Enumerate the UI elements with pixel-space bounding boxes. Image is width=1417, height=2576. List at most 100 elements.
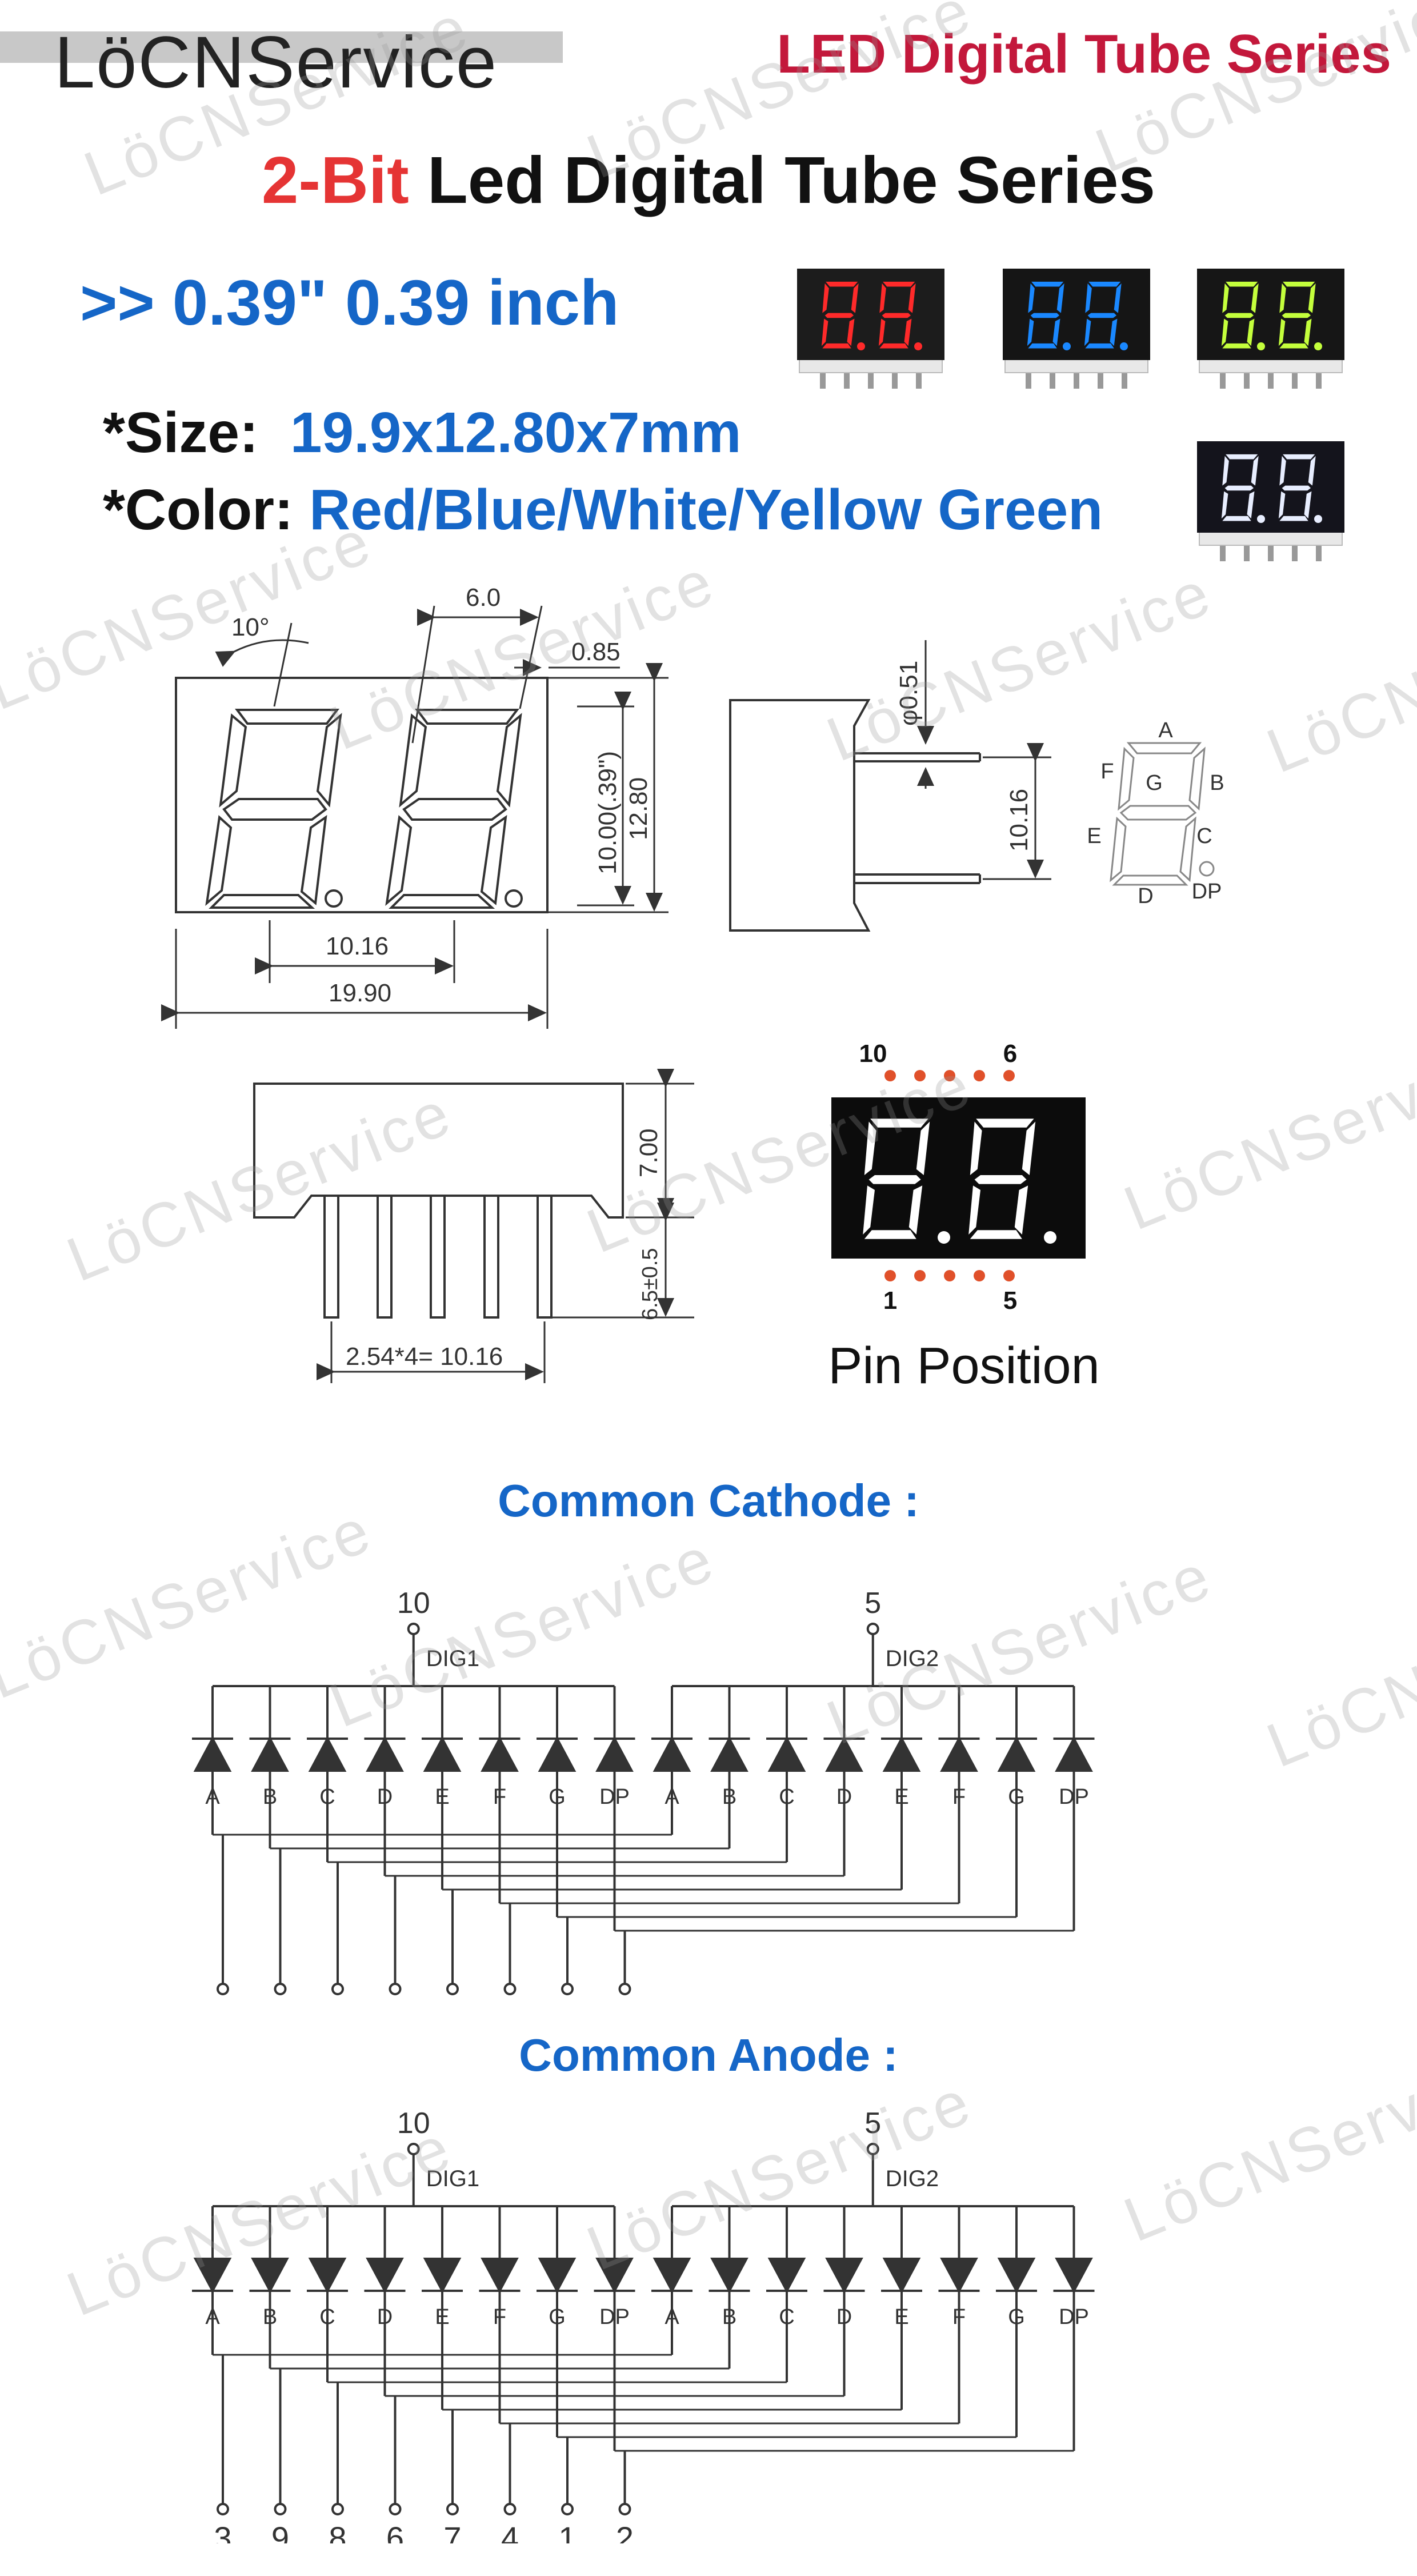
segment-label: G bbox=[1008, 2305, 1025, 2329]
side-view-pin bbox=[430, 1195, 446, 1319]
pin-dot-bottom bbox=[944, 1270, 955, 1281]
side-view-drawing: 7.00 6.5±0.5 2.54*4= 10.16 10 6 1 5 Pin … bbox=[253, 1040, 1100, 1395]
pin-number: 1 bbox=[558, 2520, 576, 2543]
product-pin bbox=[1026, 366, 1031, 389]
diode bbox=[595, 2258, 634, 2294]
diode bbox=[882, 2258, 921, 2294]
spec-size: *Size: 19.9x12.80x7mm bbox=[103, 400, 741, 466]
pin-terminal bbox=[274, 1983, 287, 1995]
segment-label: D bbox=[836, 2305, 852, 2329]
pin-dot-top bbox=[1003, 1070, 1015, 1081]
diode bbox=[767, 2258, 806, 2294]
product-digit-2 bbox=[878, 281, 916, 349]
dig1-pin-number: 10 bbox=[397, 2107, 430, 2140]
pin-label-5: 5 bbox=[1003, 1287, 1017, 1315]
segment-label: G bbox=[549, 1785, 566, 1809]
pin-terminal bbox=[331, 1983, 344, 1995]
product-digit-2 bbox=[1278, 454, 1316, 521]
segment-label: G bbox=[1008, 1785, 1025, 1809]
product-digit-1 bbox=[1221, 281, 1259, 349]
diode bbox=[997, 1736, 1036, 1772]
segment-label: B bbox=[722, 1785, 736, 1809]
diode bbox=[825, 1736, 863, 1772]
dim-body-depth: 7.00 bbox=[635, 1128, 663, 1177]
diode bbox=[423, 2258, 462, 2294]
dim-digit-pitch: 6.0 bbox=[466, 584, 501, 612]
pin-terminal bbox=[217, 2503, 229, 2515]
spec-color-value: Red/Blue/White/Yellow Green bbox=[309, 478, 1103, 542]
segment-label: C bbox=[779, 1785, 794, 1809]
pin-terminal bbox=[331, 2503, 344, 2515]
product-dp-1 bbox=[1257, 342, 1265, 350]
segment-label: DP bbox=[1059, 2305, 1089, 2329]
product-dp-1 bbox=[1063, 342, 1071, 350]
diode bbox=[423, 1736, 462, 1772]
diode bbox=[940, 1736, 978, 1772]
diode bbox=[997, 2258, 1036, 2294]
segment-label: A bbox=[665, 2305, 679, 2329]
segment-diagram bbox=[1110, 742, 1215, 886]
product-face bbox=[1003, 269, 1150, 360]
pin-terminal bbox=[561, 1983, 574, 1995]
segment-letter-a: A bbox=[1158, 718, 1173, 742]
dim-digit-height: 10.00(.39") bbox=[594, 751, 622, 874]
diode bbox=[193, 1736, 232, 1772]
segment-label: C bbox=[319, 2305, 335, 2329]
pin-dot-top bbox=[944, 1070, 955, 1081]
product-digit-1 bbox=[821, 281, 859, 349]
product-pin bbox=[1292, 538, 1298, 561]
series-title: LED Digital Tube Series bbox=[776, 23, 1391, 85]
product-digit-2 bbox=[1278, 281, 1316, 349]
pin-terminal bbox=[561, 2503, 574, 2515]
dim-pin-span: 10.16 bbox=[326, 932, 389, 960]
pin-position-digit-1 bbox=[863, 1119, 930, 1239]
front-view-drawing: 10° 6.0 0.85 10.16 19.90 10.00(.39") 12.… bbox=[161, 584, 1224, 1029]
common-anode-title: Common Anode : bbox=[519, 2030, 898, 2080]
product-face bbox=[797, 269, 944, 360]
pin-number: 6 bbox=[386, 2520, 404, 2543]
front-digit-1 bbox=[205, 709, 342, 909]
pin-terminal bbox=[503, 1983, 517, 1995]
dig1-label: DIG1 bbox=[426, 2166, 479, 2191]
product-pin bbox=[1244, 538, 1250, 561]
segment-letter-e: E bbox=[1087, 824, 1101, 848]
page-title: 2-Bit Led Digital Tube Series bbox=[0, 142, 1417, 218]
spec-size-value: 19.9x12.80x7mm bbox=[290, 401, 742, 465]
product-dp-2 bbox=[1314, 515, 1322, 523]
spec-size-label: *Size: bbox=[103, 401, 259, 465]
segment-letter-d: D bbox=[1138, 884, 1153, 908]
diode bbox=[1055, 1736, 1093, 1772]
pin-label-6: 6 bbox=[1003, 1040, 1017, 1068]
pin-terminal bbox=[217, 1983, 229, 1995]
segment-label: G bbox=[549, 2305, 566, 2329]
pin-terminal bbox=[618, 1983, 631, 1995]
dig1-terminal bbox=[407, 2143, 420, 2155]
diode bbox=[940, 2258, 978, 2294]
segment-label: E bbox=[894, 2305, 908, 2329]
segment-letter-g: G bbox=[1146, 771, 1163, 795]
pin-number: 8 bbox=[329, 2520, 346, 2543]
pin-dot-top bbox=[974, 1070, 985, 1081]
dim-pin-pitch: 2.54*4= 10.16 bbox=[346, 1343, 503, 1371]
product-pin bbox=[1122, 366, 1127, 389]
product-digit-2 bbox=[1084, 281, 1122, 349]
pin-terminal bbox=[446, 2503, 459, 2515]
spec-color-label: *Color: bbox=[103, 478, 294, 542]
segment-label: F bbox=[952, 1785, 966, 1809]
dig2-terminal bbox=[866, 1623, 879, 1635]
product-digit-1 bbox=[1027, 281, 1064, 349]
product-pin bbox=[1316, 366, 1322, 389]
pin-position-dp-1 bbox=[938, 1231, 950, 1244]
product-pin bbox=[1292, 366, 1298, 389]
title-accent: 2-Bit bbox=[261, 143, 409, 217]
product-dp-1 bbox=[857, 342, 865, 350]
dim-pin-row-spacing: 10.16 bbox=[1005, 789, 1033, 852]
dim-body-width: 19.90 bbox=[329, 979, 391, 1007]
pin-position-dp-2 bbox=[1044, 1231, 1056, 1244]
pin-number: 3 bbox=[214, 2520, 231, 2543]
brand-logo: LöCNService bbox=[54, 22, 498, 103]
product-digit-1 bbox=[1221, 454, 1259, 521]
segment-label: E bbox=[435, 1785, 449, 1809]
